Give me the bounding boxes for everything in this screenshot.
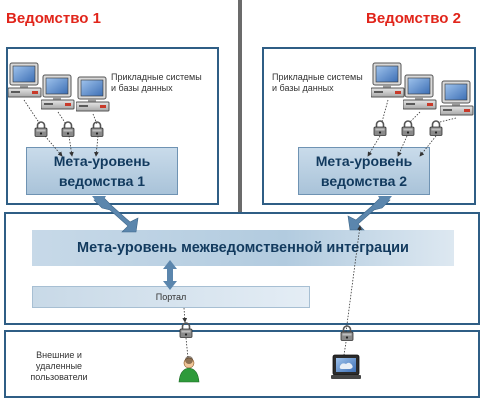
lock-icon	[373, 120, 387, 136]
agency-2-title: Ведомство 2	[366, 10, 461, 27]
lock-icon	[34, 121, 48, 137]
agency-1-secure-links	[23, 99, 99, 157]
computer-icon	[371, 62, 405, 98]
lock-icon	[179, 322, 193, 338]
lock-icon	[429, 120, 443, 136]
lock-icon	[90, 121, 104, 137]
remote-terminal-icon	[331, 354, 361, 379]
external-user-icon	[178, 356, 200, 383]
portal-link-arrow	[163, 260, 177, 290]
external-users-panel: Внешние и удаленные пользователи	[4, 330, 480, 398]
agency-2-systems-label: Прикладные системы и базы данных	[272, 72, 363, 93]
computer-icon	[8, 62, 42, 98]
computer-icon	[41, 74, 75, 110]
agency-1-title: Ведомство 1	[6, 10, 101, 27]
agency-1-computers	[8, 62, 110, 112]
agency-1-meta-level: Мета-уровень ведомства 1	[26, 147, 178, 195]
agency-1-systems-label: Прикладные системы и базы данных	[111, 72, 202, 93]
agency-divider	[238, 0, 242, 212]
computer-icon	[440, 80, 474, 116]
agency-2-panel: Прикладные системы и базы данных Мета-ур…	[262, 47, 476, 205]
interagency-meta-level: Мета-уровень межведомственной интеграции	[32, 230, 454, 266]
external-users-label: Внешние и удаленные пользователи	[30, 350, 88, 382]
agency-1-panel: Прикладные системы и базы данных Мета-ур…	[6, 47, 219, 205]
agency-2-meta-level: Мета-уровень ведомства 2	[298, 147, 430, 195]
lock-icon	[401, 120, 415, 136]
agency-2-secure-links	[367, 99, 457, 157]
computer-icon	[76, 76, 110, 112]
lock-icon	[61, 121, 75, 137]
integration-panel: Мета-уровень межведомственной интеграции…	[4, 212, 480, 325]
external-secure-links	[182, 225, 362, 359]
lock-icon	[340, 325, 354, 341]
computer-icon	[403, 74, 437, 110]
agency-1-integration-arrow	[92, 196, 139, 233]
agency-2-integration-arrow	[347, 196, 392, 231]
